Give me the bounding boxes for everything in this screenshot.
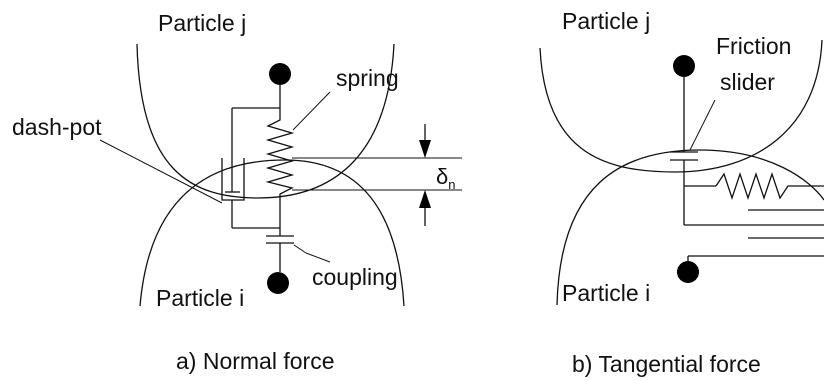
particle-i-label-b: Particle i bbox=[562, 280, 650, 306]
particle-i-outline bbox=[139, 159, 405, 307]
caption-tangential-force: b) Tangential force bbox=[572, 351, 761, 377]
spring-coil bbox=[265, 108, 295, 202]
caption-normal-force: a) Normal force bbox=[176, 348, 334, 374]
particle-j-outline-b bbox=[539, 39, 823, 173]
particle-j-center-dot-b bbox=[673, 55, 695, 77]
dashpot-label: dash-pot bbox=[12, 114, 102, 140]
particle-i-center-dot bbox=[267, 272, 289, 294]
particle-i-center-dot-b bbox=[677, 261, 699, 283]
friction-slider-label-line2: slider bbox=[720, 69, 775, 95]
overlap-arrow-top bbox=[419, 124, 431, 158]
particle-j-label-a: Particle j bbox=[158, 10, 246, 36]
panel-tangential-force: Particle j Friction slider Particle i b)… bbox=[539, 8, 824, 377]
tangential-spring-coil bbox=[715, 171, 824, 201]
particle-j-label-b: Particle j bbox=[562, 8, 650, 34]
overlap-delta-label: δn bbox=[436, 164, 455, 192]
particle-j-outline bbox=[136, 43, 395, 199]
friction-slider-symbol bbox=[670, 151, 698, 161]
particle-j-center-dot bbox=[269, 63, 291, 85]
coupling-symbol bbox=[266, 235, 294, 272]
spring-label: spring bbox=[336, 65, 399, 91]
coupling-label: coupling bbox=[312, 264, 398, 290]
particle-i-label-a: Particle i bbox=[156, 285, 244, 311]
dashpot-symbol bbox=[221, 158, 245, 201]
friction-slider-label-line1: Friction bbox=[716, 33, 791, 59]
panel-normal-force: Particle j Particle i spring dash-pot co… bbox=[12, 10, 462, 374]
overlap-arrow-bottom bbox=[419, 190, 431, 226]
particle-i-outline-b bbox=[556, 149, 824, 306]
